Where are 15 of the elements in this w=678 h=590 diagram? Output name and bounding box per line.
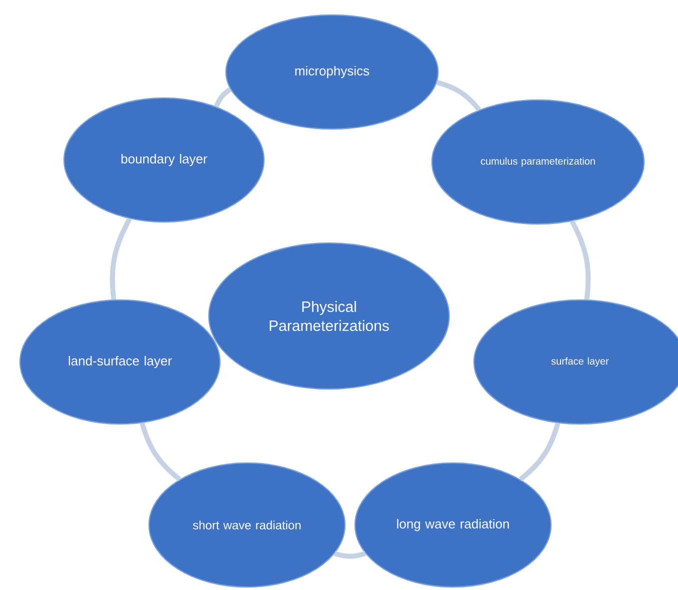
ellipse-node: microphysics bbox=[225, 14, 439, 130]
ring-arc bbox=[140, 422, 182, 482]
ellipse-node: land-surface layer bbox=[19, 299, 221, 425]
ring-arc bbox=[110, 218, 132, 300]
ring-arc bbox=[436, 80, 482, 112]
ellipse-node: short wave radiation bbox=[148, 462, 346, 588]
ellipse-node: surface layer bbox=[473, 299, 678, 425]
ring-arc bbox=[570, 220, 591, 300]
ring-arc bbox=[334, 551, 366, 559]
ellipse-node: long wave radiation bbox=[354, 462, 552, 588]
ring-arc bbox=[518, 422, 560, 482]
ring-arc bbox=[214, 87, 232, 108]
ellipse-node: cumulus parameterization bbox=[431, 99, 645, 225]
ellipse-node: Physical Parameterizations bbox=[208, 242, 450, 390]
ellipse-node: boundary layer bbox=[63, 97, 265, 223]
